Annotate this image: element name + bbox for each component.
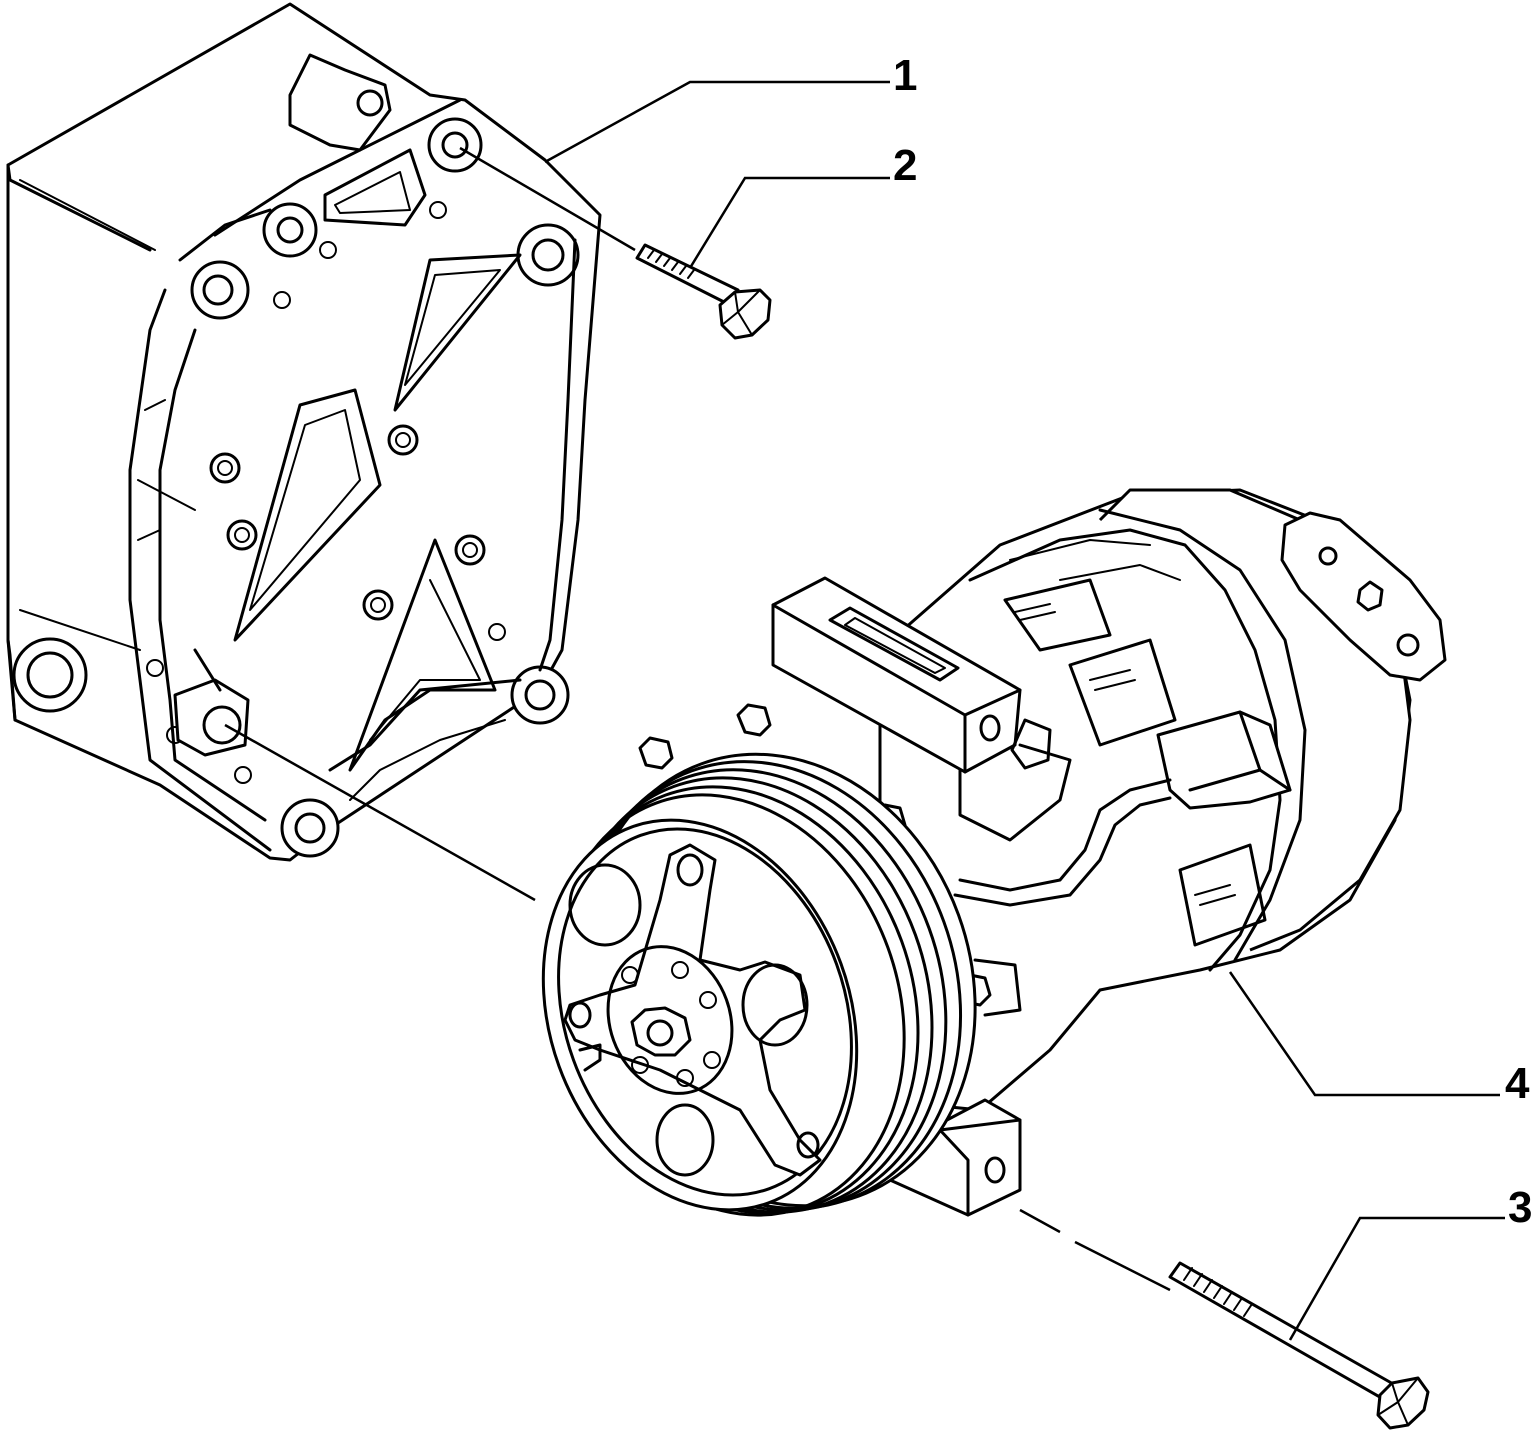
upper-bolt: [635, 243, 772, 340]
callout-4: 4: [1505, 1059, 1530, 1108]
ac-compressor: [541, 488, 1447, 1217]
leader-1: [544, 80, 890, 164]
leader-4: [1228, 971, 1500, 1097]
leader-3: [1288, 1216, 1505, 1341]
callout-labels: 1 2 4 3: [893, 51, 1532, 1232]
callout-2: 2: [893, 141, 917, 190]
callout-1: 1: [893, 51, 917, 100]
callout-leaders: [544, 80, 1505, 1341]
mounting-bracket: [6, 2, 602, 862]
leader-2: [688, 176, 890, 269]
lower-bolt: [1168, 1261, 1430, 1430]
assembly-axes: [224, 146, 1171, 1292]
callout-3: 3: [1508, 1183, 1532, 1232]
